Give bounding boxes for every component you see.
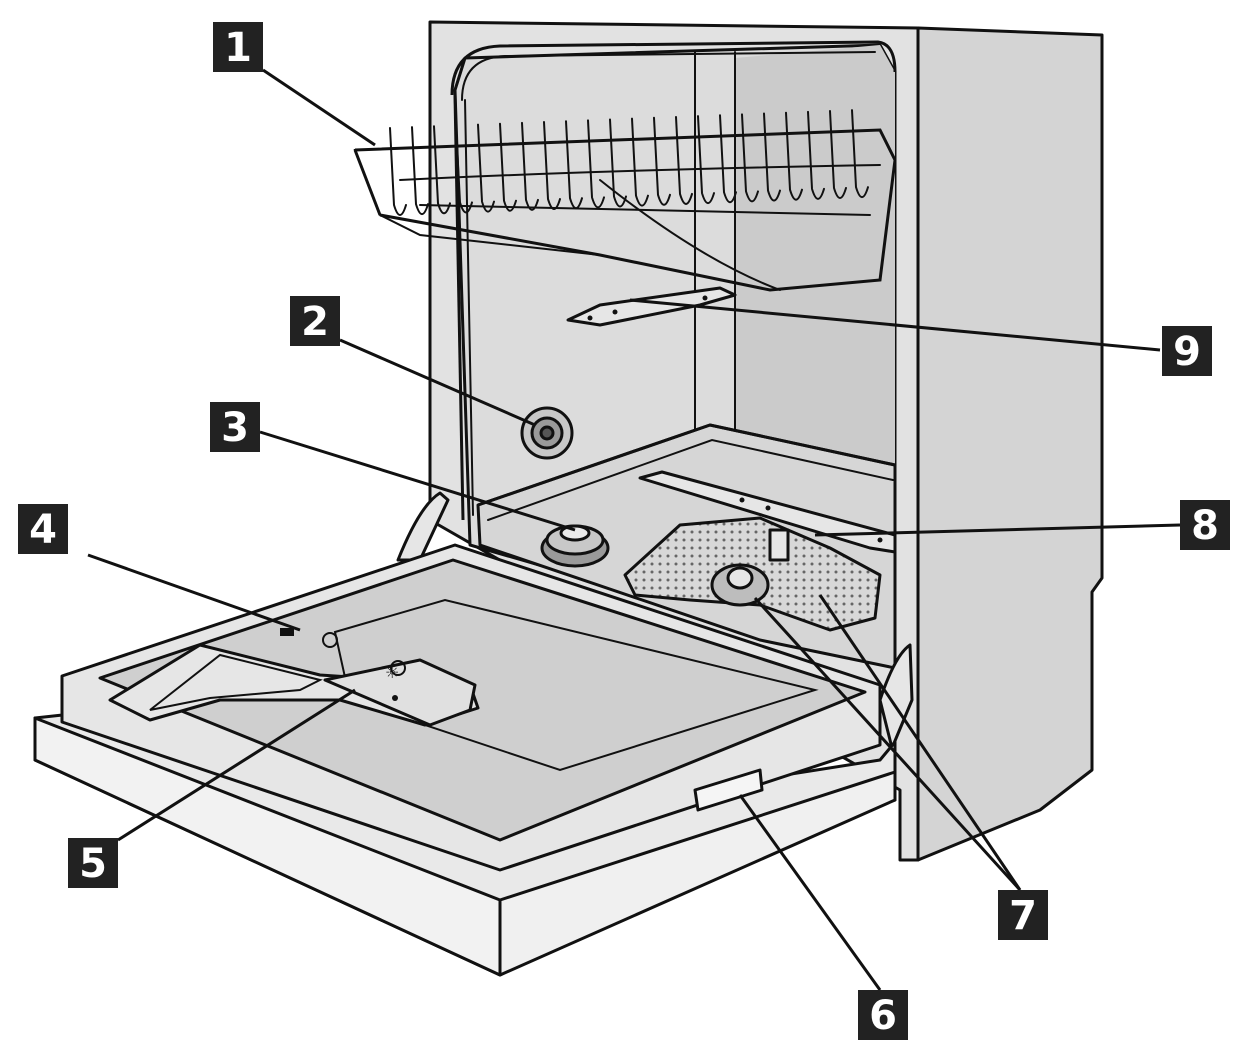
callout-4: 4 xyxy=(18,504,68,554)
callout-3: 3 xyxy=(210,402,260,452)
basket-tine xyxy=(411,126,429,216)
leader-line-7b xyxy=(818,594,1022,891)
basket-tine xyxy=(807,110,825,200)
callout-label: 3 xyxy=(221,405,249,451)
svg-text:☼: ☼ xyxy=(385,663,399,682)
leader-line-5 xyxy=(117,688,356,842)
basket-tine xyxy=(741,113,759,203)
callout-label: 6 xyxy=(869,993,897,1039)
door: ☼ xyxy=(33,543,897,977)
basket-tine xyxy=(631,117,649,207)
leader-line-7a xyxy=(753,596,1022,892)
leader-line-9 xyxy=(629,298,1161,352)
leader-line-8 xyxy=(814,523,1181,537)
callout-label: 5 xyxy=(79,841,107,887)
basket-tine xyxy=(763,112,781,202)
basket-tine xyxy=(697,115,715,205)
leader-line-6 xyxy=(738,794,882,991)
callout-label: 4 xyxy=(29,507,57,553)
callout-label: 1 xyxy=(224,25,252,71)
leader-lines xyxy=(87,68,1181,991)
callout-label: 9 xyxy=(1173,329,1201,375)
upper-basket xyxy=(353,109,897,292)
leader-line-2 xyxy=(339,338,536,427)
callout-label: 8 xyxy=(1191,503,1219,549)
door-hinge-left xyxy=(396,491,450,562)
water-inlet xyxy=(520,406,574,460)
basket-tine xyxy=(477,123,495,213)
callout-5: 5 xyxy=(68,838,118,888)
callout-9: 9 xyxy=(1162,326,1212,376)
basket-tine xyxy=(785,111,803,201)
basket-tine xyxy=(675,115,693,205)
basket-tine xyxy=(719,114,737,204)
callout-1: 1 xyxy=(213,22,263,72)
basket-tine xyxy=(829,110,847,199)
callout-8: 8 xyxy=(1180,500,1230,550)
basket-tine xyxy=(653,116,671,206)
callout-label: 7 xyxy=(1009,893,1037,939)
basket-tine xyxy=(389,127,407,216)
callout-6: 6 xyxy=(858,990,908,1040)
upper-spray-arm xyxy=(566,286,737,327)
leader-line-1 xyxy=(262,68,376,147)
lower-spray-arm xyxy=(638,470,897,554)
basket-tine xyxy=(587,119,605,209)
basket-tine xyxy=(433,125,451,215)
rating-plate xyxy=(693,768,764,812)
callout-7: 7 xyxy=(998,890,1048,940)
basket-tine xyxy=(521,121,539,211)
callout-label: 2 xyxy=(301,299,329,345)
tub-floor xyxy=(476,423,897,670)
callout-2: 2 xyxy=(290,296,340,346)
leader-line-4 xyxy=(87,553,301,632)
leader-line-3 xyxy=(259,430,576,532)
basket-tine xyxy=(499,122,517,212)
basket-tine xyxy=(851,109,869,199)
